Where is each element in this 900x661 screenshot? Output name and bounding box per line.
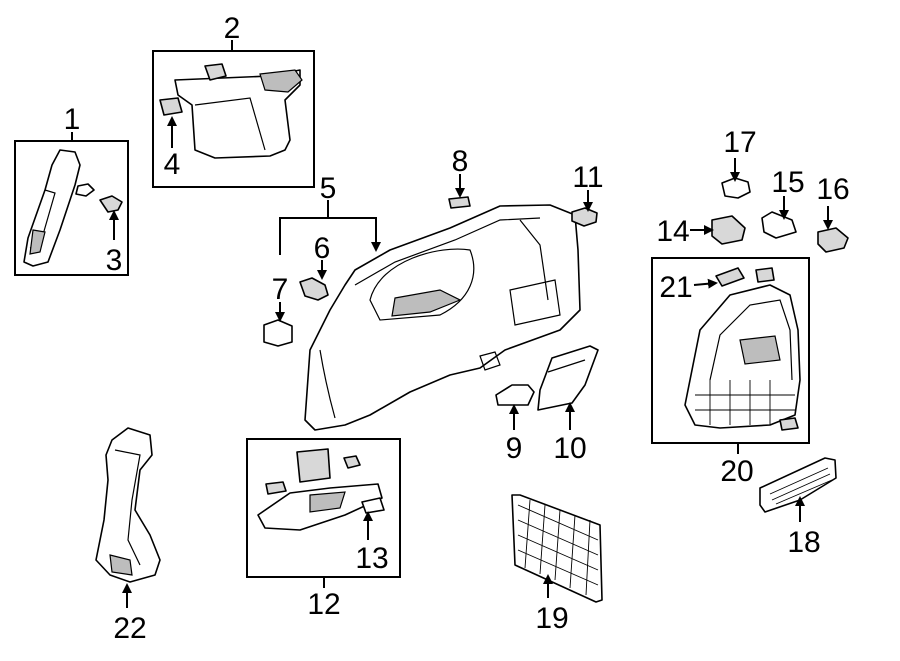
callout-1: 1 — [64, 103, 81, 136]
part-1-pillar-trim — [23, 149, 81, 267]
callout-14: 14 — [656, 215, 689, 248]
callout-15: 15 — [771, 166, 804, 199]
callout-7: 7 — [272, 273, 289, 306]
callout-5: 5 — [320, 172, 337, 205]
callout-11: 11 — [572, 161, 603, 194]
callout-20: 20 — [720, 455, 753, 488]
leader-lines — [71, 40, 833, 608]
callout-2: 2 — [224, 12, 241, 45]
part-16-clip — [817, 227, 849, 253]
part-7-clip — [263, 319, 293, 347]
part-6-clip — [299, 277, 329, 301]
part-13-clip — [361, 497, 385, 514]
part-4-clip — [159, 97, 183, 116]
part-8-pad — [448, 196, 471, 209]
part-5-quarter-trim-panel — [304, 204, 581, 431]
part-21-pad — [715, 267, 745, 287]
callout-18: 18 — [787, 526, 820, 559]
callout-19: 19 — [535, 602, 568, 635]
callout-22: 22 — [113, 612, 146, 645]
callout-3: 3 — [106, 244, 123, 277]
part-18-panel — [759, 457, 837, 513]
part-22-pillar-trim — [95, 427, 161, 583]
callout-16: 16 — [816, 173, 849, 206]
part-19-cargo-net — [511, 494, 603, 603]
callout-labels: 1 2 3 4 5 6 7 8 9 10 11 12 13 14 15 16 1… — [64, 12, 850, 645]
part-17-cap — [721, 177, 751, 199]
callout-9: 9 — [506, 432, 523, 465]
part-15-clip — [761, 211, 797, 239]
part-9-clip — [495, 384, 535, 406]
callout-13: 13 — [355, 542, 388, 575]
part-2-trim-panel — [174, 63, 303, 159]
callout-4: 4 — [164, 148, 181, 181]
group-box-2 — [152, 50, 315, 188]
part-10-cover — [537, 345, 599, 411]
part-14-connector — [711, 215, 746, 245]
callout-6: 6 — [314, 232, 331, 265]
part-12-tray-assembly — [257, 448, 383, 531]
callout-10: 10 — [553, 432, 586, 465]
part-20-housing — [684, 267, 801, 431]
part-3-clip — [75, 183, 123, 213]
part-11-bolt — [571, 207, 598, 227]
callout-21: 21 — [659, 271, 692, 304]
callout-12: 12 — [307, 588, 340, 621]
callout-17: 17 — [723, 126, 756, 159]
group-box-20 — [651, 257, 810, 444]
callout-8: 8 — [452, 145, 469, 178]
